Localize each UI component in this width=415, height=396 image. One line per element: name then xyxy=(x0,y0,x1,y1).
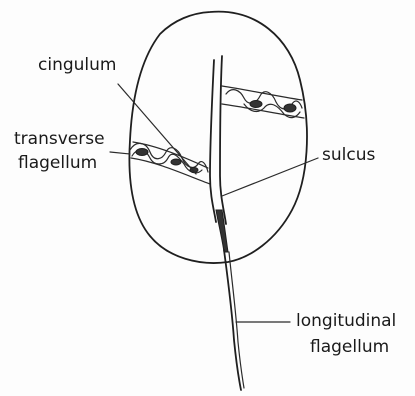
transverse-flagellum-left-coil-1 xyxy=(136,149,148,156)
transverse-flagellum-right-coil-2 xyxy=(284,104,296,112)
longitudinal-flagellum-label-line1: longitudinal xyxy=(296,311,396,331)
longitudinal-flagellum xyxy=(224,250,241,390)
sulcus-groove-left xyxy=(210,60,216,222)
transverse-flagellum-label-line1: transverse xyxy=(14,129,105,149)
cell-body-outline xyxy=(129,12,307,263)
transverse-flagellum-left-coil-2 xyxy=(171,159,181,165)
longitudinal-flagellum-base xyxy=(216,210,228,252)
sulcus-groove-right xyxy=(220,56,226,224)
cingulum-label: cingulum xyxy=(38,55,116,75)
transverse-flagellum-right-coil-1 xyxy=(250,101,262,108)
transverse-flagellum-label-line2: flagellum xyxy=(18,153,97,173)
transverse-flagellum-leader-line xyxy=(110,152,130,154)
longitudinal-flagellum-label-line2: flagellum xyxy=(310,337,389,357)
sulcus-label: sulcus xyxy=(322,145,375,165)
